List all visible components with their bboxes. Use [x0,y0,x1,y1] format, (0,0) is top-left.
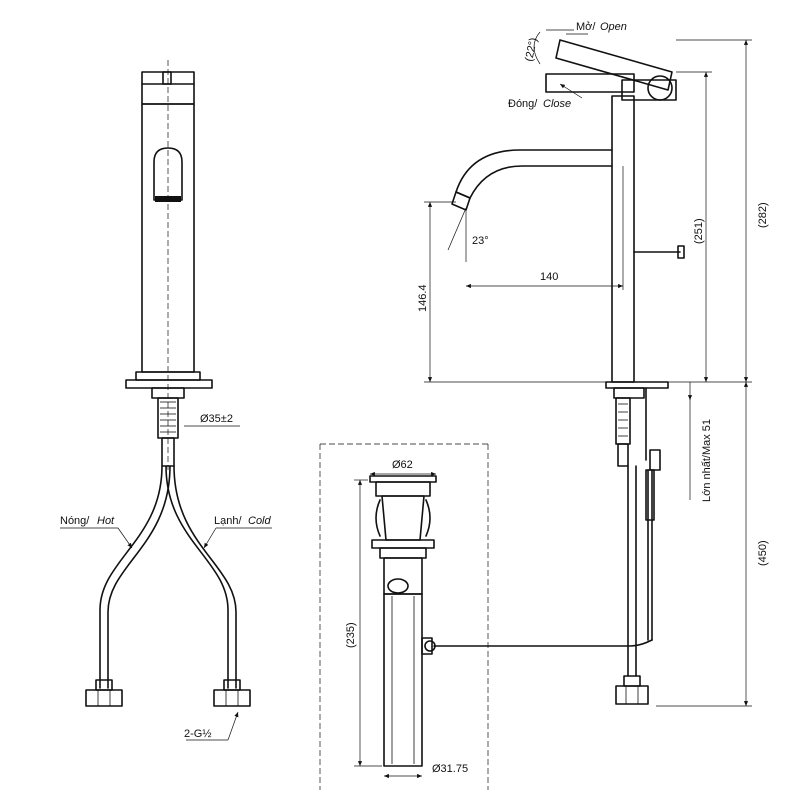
label-spout-reach: 140 [540,271,558,283]
label-hot-vi: Nóng/ [60,515,90,527]
label-cold-vi: Lạnh/ [214,515,242,527]
label-lever-angle: (22°) [523,37,540,63]
label-open-en: Open [600,21,627,33]
label-max-thickness: Lớn nhất/Max 51 [701,419,713,502]
front-view [60,60,272,741]
label-spout-angle: 23° [472,235,489,247]
side-view [424,29,752,707]
label-close-en: Close [543,98,571,110]
pop-up-drain [319,443,489,790]
label-body-height: (251) [693,218,705,244]
label-total-height: (282) [757,202,769,228]
label-base-diameter: Ø35±2 [200,413,233,425]
label-spout-height: 146.4 [417,284,429,312]
label-drain-length: (235) [345,622,357,648]
label-close-vi: Đóng/ [508,98,538,110]
label-drain-tail-diameter: Ø31.75 [432,763,468,775]
label-drain-top-diameter: Ø62 [392,459,413,471]
label-under-length: (450) [757,540,769,566]
label-hot-en: Hot [97,515,115,527]
label-connection: 2-G½ [184,728,212,740]
label-cold-en: Cold [248,515,272,527]
dimension-labels: Mở/ Open Đóng/ Close (22°) 23° 140 146.4… [60,21,769,775]
label-open-vi: Mở/ [576,21,596,33]
